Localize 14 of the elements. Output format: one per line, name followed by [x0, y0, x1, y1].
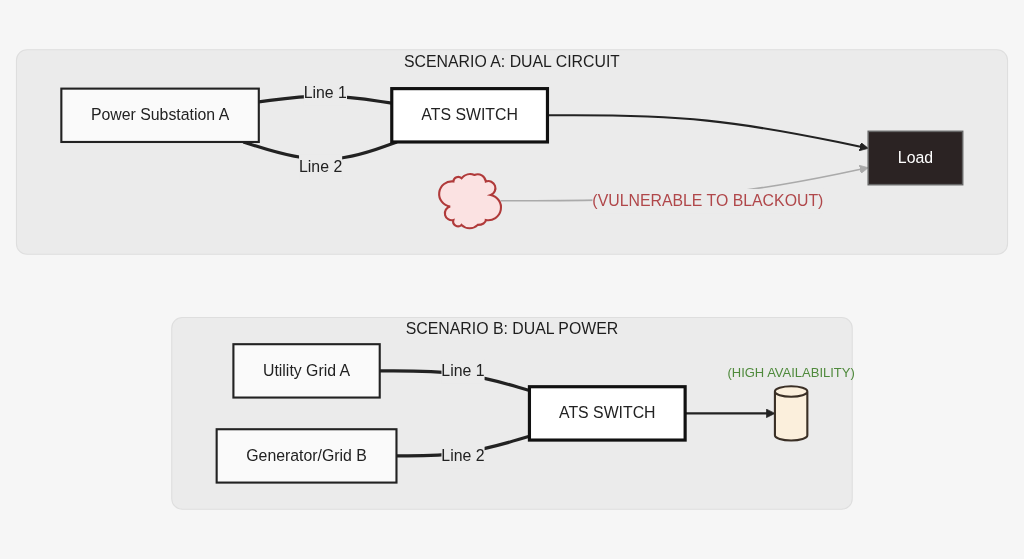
node-box: ATS SWITCH: [527, 385, 687, 442]
edge-label: Line 1: [303, 83, 347, 102]
node-box: ATS SWITCH: [390, 87, 550, 144]
node-box: Power Substation A: [60, 87, 260, 144]
node-box: Load: [867, 130, 964, 186]
node-cylinder: [773, 385, 809, 442]
node-box: Utility Grid A: [232, 343, 381, 399]
node-caption: (HIGH AVAILABILITY): [727, 365, 855, 381]
node-cloud: [438, 173, 503, 230]
edge-label: Line 1: [441, 361, 485, 380]
node-box: Generator/Grid B: [215, 428, 398, 484]
edge-label: Line 2: [441, 446, 485, 465]
edge-label: Line 2: [299, 156, 343, 175]
edge-label: (VULNERABLE TO BLACKOUT): [592, 190, 824, 209]
